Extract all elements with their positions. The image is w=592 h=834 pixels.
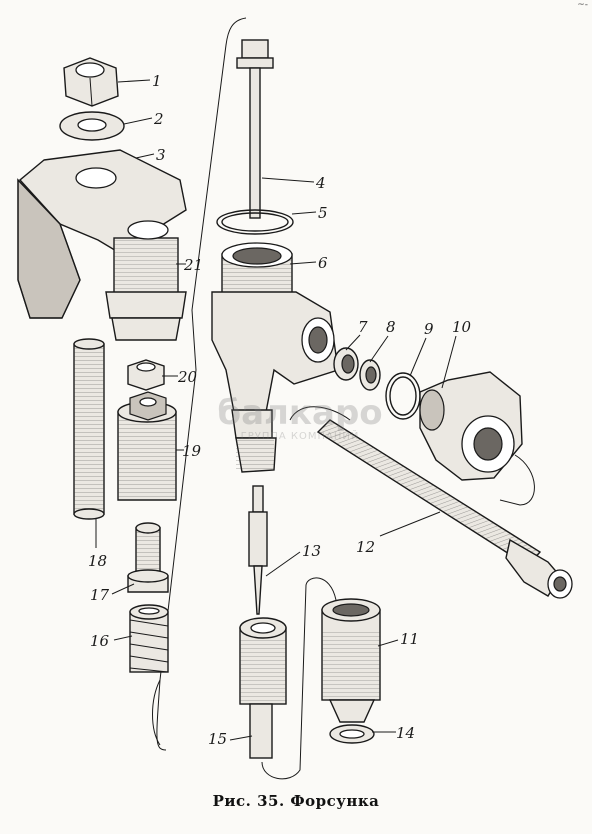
assembly-lines: [152, 17, 535, 780]
part-13-needle: [248, 485, 268, 615]
part-label-15: 15: [208, 730, 227, 748]
part-6-housing: [211, 242, 339, 473]
part-9-ring: [385, 372, 421, 420]
part-label-12: 12: [356, 538, 375, 556]
leader-lines: [95, 79, 457, 741]
corner-mark: ~-: [577, 0, 588, 10]
part-17-bolt: [127, 522, 169, 593]
part-19-sleeve: [117, 391, 177, 501]
part-11-cap-nut: [321, 598, 381, 723]
part-14-washer: [329, 724, 375, 744]
part-12-tube: [316, 419, 573, 599]
part-label-10: 10: [452, 318, 472, 336]
part-label-9: 9: [424, 320, 434, 338]
figure-caption: Рис. 35. Форсунка: [212, 792, 380, 810]
part-label-14: 14: [396, 724, 415, 742]
part-15-nozzle: [239, 617, 287, 759]
part-1-nut: [63, 57, 119, 107]
part-21-clamp-body: [105, 220, 187, 341]
part-label-18: 18: [88, 552, 107, 570]
part-label-13: 13: [302, 542, 321, 560]
part-label-17: 17: [90, 586, 110, 604]
part-label-16: 16: [90, 632, 110, 650]
part-5-ring: [216, 209, 294, 235]
part-label-4: 4: [315, 174, 326, 192]
part-10-fitting: [419, 371, 523, 481]
part-8-washer: [359, 359, 381, 391]
assembly-line-bottom: [152, 679, 161, 746]
part-label-21: 21: [183, 256, 203, 274]
part-label-7: 7: [358, 318, 368, 336]
part-label-19: 19: [182, 442, 202, 460]
part-label-20: 20: [177, 368, 198, 386]
part-labels: 1 2 3 4 5 6 7 8 9 10 11 12 13 14 15 16 1…: [88, 72, 472, 748]
part-label-2: 2: [153, 110, 164, 128]
part-label-5: 5: [318, 204, 328, 222]
part-18-stud: [73, 338, 105, 520]
assembly-line-arc-right: [499, 454, 535, 506]
part-16-spring: [129, 604, 169, 673]
part-label-11: 11: [400, 630, 419, 648]
part-label-8: 8: [386, 318, 396, 336]
assembly-line-arc: [289, 406, 351, 421]
part-label-1: 1: [152, 72, 162, 90]
part-2-washer: [59, 111, 125, 141]
assembly-line-left: [156, 17, 247, 751]
part-label-6: 6: [318, 254, 328, 272]
part-label-3: 3: [156, 146, 166, 164]
part-7-nut: [333, 347, 359, 381]
part-20-nut: [127, 359, 165, 391]
assembly-line-right: [261, 577, 337, 780]
part-4-rod: [236, 39, 274, 219]
